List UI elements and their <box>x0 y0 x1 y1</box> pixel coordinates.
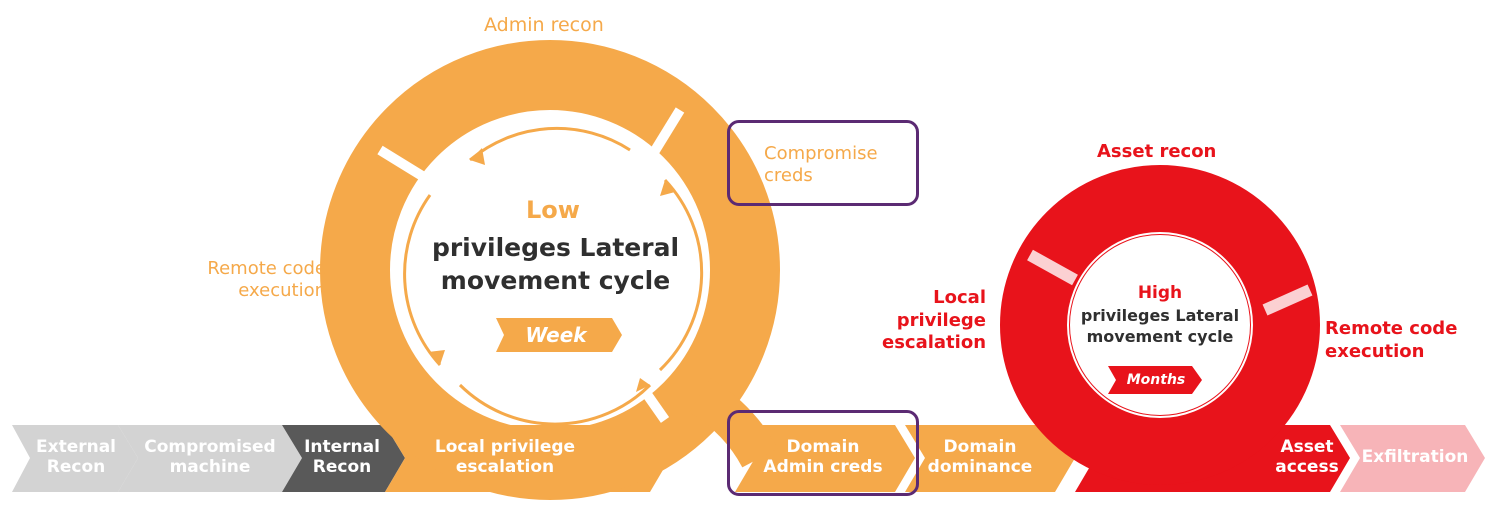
step-local-privilege-escalation-high: Local privilege escalation <box>882 287 987 353</box>
timeline-domain-dominance: Domain dominance <box>927 437 1033 478</box>
step-asset-recon: Asset recon <box>1097 141 1217 162</box>
step-admin-recon: Admin recon <box>484 14 604 36</box>
low-cycle-title: privileges Lateral movement cycle <box>431 233 680 295</box>
months-tag-label: Months <box>1126 372 1186 388</box>
highlight-domain-admin-creds <box>727 410 919 496</box>
timeline-compromised-machine: Compromised machine <box>144 437 276 478</box>
low-cycle-ring <box>320 40 780 500</box>
high-cycle-ring <box>1000 165 1320 485</box>
timeline-asset-access: Asset access <box>1275 437 1339 478</box>
step-remote-code-execution-high: Remote code execution <box>1325 318 1458 362</box>
chevron-domain-dominance <box>905 425 1075 492</box>
high-cycle-title: privileges Lateral movement cycle <box>1080 306 1240 346</box>
highlight-compromise-creds <box>727 120 919 206</box>
timeline-local-privilege-escalation: Local privilege escalation <box>434 437 576 478</box>
chevron-internal-recon <box>282 425 405 492</box>
week-tag-label: Week <box>525 323 587 347</box>
step-remote-code-execution-low: Remote code execution <box>207 258 326 301</box>
timeline-internal-recon: Internal Recon <box>304 437 380 478</box>
timeline-external-recon: External Recon <box>35 437 117 478</box>
high-cycle-title-level: High <box>1137 283 1183 303</box>
chevron-domain-admin-creds <box>735 425 915 492</box>
week-tag-shape <box>496 318 622 352</box>
months-tag-shape <box>1108 366 1202 394</box>
timeline-exfiltration: Exfiltration <box>1361 447 1469 467</box>
timeline-domain-admin-creds: Domain Admin creds <box>763 437 883 478</box>
chevron-external-recon <box>12 425 138 492</box>
chevron-compromised-machine <box>118 425 302 492</box>
chevron-exfiltration <box>1340 425 1485 492</box>
step-compromise-creds: Compromise creds <box>764 143 878 186</box>
low-cycle-title-level: Low <box>526 196 580 224</box>
